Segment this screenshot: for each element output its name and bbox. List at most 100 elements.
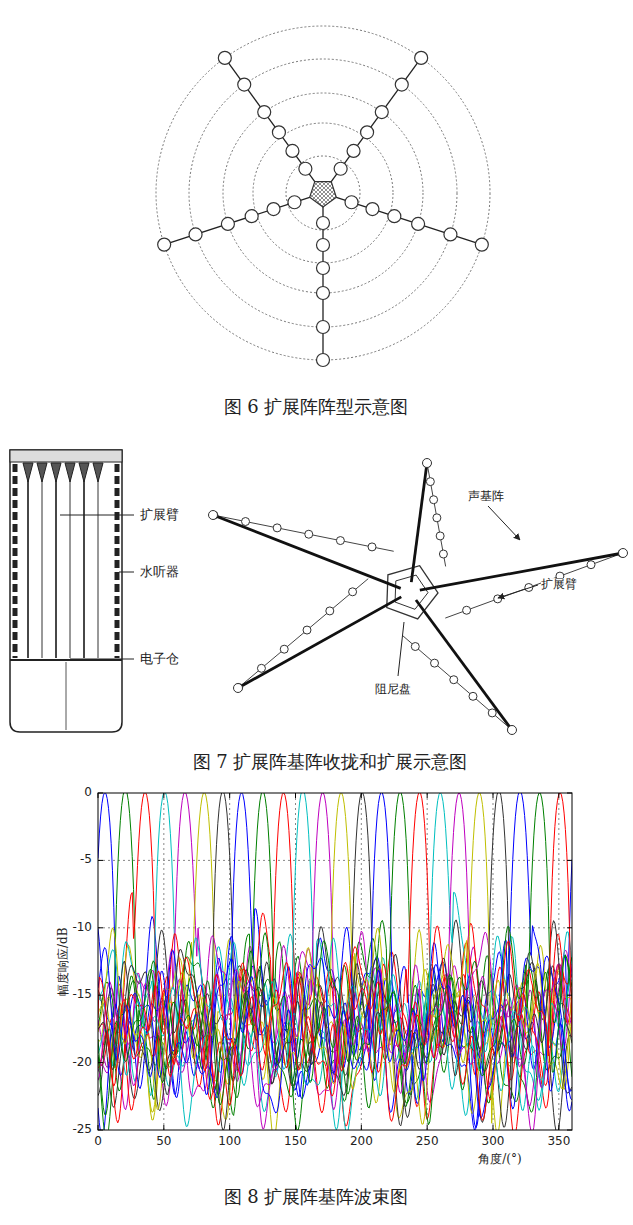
hydrophone [488, 709, 496, 717]
part-name: 水听器 [140, 565, 179, 580]
hydrophone [431, 659, 439, 667]
part-name: 扩展臂 [140, 508, 179, 523]
arm-tip [93, 463, 103, 482]
hydrophone [436, 532, 444, 540]
arm-tip [51, 463, 61, 482]
ring [286, 156, 360, 230]
extension-arm [213, 515, 401, 588]
tick [361, 1125, 362, 1130]
beam-curve [98, 793, 572, 1126]
hydrophone [361, 126, 374, 139]
acoustic-line [213, 515, 394, 551]
grid-line [98, 927, 572, 928]
axis-title: 幅度响应/dB [57, 928, 71, 997]
part-name: 声基阵 [468, 490, 504, 504]
hydrophone [326, 607, 334, 615]
hydrophone [347, 144, 360, 157]
hydrophone [299, 162, 312, 175]
hydrophone [280, 645, 288, 653]
tick [295, 793, 296, 798]
grid-line [361, 793, 362, 1130]
hydrophone [336, 537, 344, 545]
arm-tip [65, 463, 75, 482]
tick [567, 1130, 572, 1131]
side-hydrophones [13, 464, 18, 658]
part-name: 电子仓 [140, 652, 179, 667]
tick-label: 250 [416, 1135, 439, 1149]
hydrophone [450, 676, 458, 684]
hydrophone [286, 144, 299, 157]
folded-arm [83, 470, 85, 658]
hydrophone [349, 588, 357, 596]
folded-arm [55, 470, 57, 658]
tick-label: 350 [547, 1135, 570, 1149]
tick-label: -5 [80, 853, 92, 867]
tick-label: 100 [218, 1135, 241, 1149]
beam-curve [98, 793, 572, 1130]
beam-curve [98, 793, 572, 1123]
hydrophone [444, 228, 457, 241]
hydrophone [375, 106, 388, 119]
extension-arm [420, 553, 623, 590]
hydrophone [317, 287, 330, 300]
hydrophone [508, 726, 517, 735]
hydrophone [303, 626, 311, 634]
hydrophone [469, 692, 477, 700]
hydrophone [433, 514, 441, 522]
beam-curve [98, 793, 572, 1118]
tick-label: 200 [350, 1135, 373, 1149]
beam-curve [98, 793, 572, 1130]
beam-curve [98, 793, 572, 1130]
hydrophone [415, 51, 428, 64]
hydrophone [288, 196, 301, 209]
tick-label: 0 [84, 786, 92, 800]
hydrophone [238, 78, 251, 91]
tick-label: -20 [72, 1056, 92, 1070]
hydrophone [423, 459, 432, 468]
beam-curves [98, 793, 572, 1130]
tick [98, 927, 103, 928]
ring [223, 93, 423, 293]
folded-arm [27, 470, 29, 658]
arm-tip [79, 463, 89, 482]
collapsed-body [10, 450, 134, 732]
hydrophone [234, 684, 243, 693]
hydrophone [245, 210, 258, 223]
hydrophone [366, 203, 379, 216]
acoustic-line [445, 553, 623, 618]
tick [567, 860, 572, 861]
ring [156, 26, 490, 360]
beam-curve [98, 793, 572, 1130]
hydrophone [317, 262, 330, 275]
hydrophone [388, 210, 401, 223]
tick-label: -15 [72, 988, 92, 1002]
beam-chart [98, 789, 572, 1138]
axis-title: 角度/(°) [478, 1153, 521, 1167]
hydrophone [430, 496, 438, 504]
tick [567, 793, 572, 794]
leader-line [398, 622, 404, 676]
hydrophone [158, 238, 171, 251]
part-name: 扩展臂 [541, 578, 577, 592]
bay-line [66, 662, 67, 730]
hydrophone [317, 217, 330, 230]
tick-label: 0 [94, 1135, 102, 1149]
tick [567, 927, 572, 928]
beam-curve [98, 793, 572, 1121]
tick [427, 1125, 428, 1130]
leader-line [498, 585, 538, 598]
tick [163, 793, 164, 798]
hydrophone [475, 238, 488, 251]
hydrophone [218, 51, 231, 64]
tick [98, 1130, 103, 1131]
hydrophone [317, 354, 330, 367]
beam-curve [98, 793, 572, 1126]
hydrophone [189, 228, 202, 241]
beam-curve [98, 793, 572, 1130]
hydrophone [439, 550, 447, 558]
beam-curve [98, 793, 572, 1127]
hydrophone [619, 549, 628, 558]
beam-curve [98, 793, 572, 1130]
hydrophone [267, 203, 280, 216]
